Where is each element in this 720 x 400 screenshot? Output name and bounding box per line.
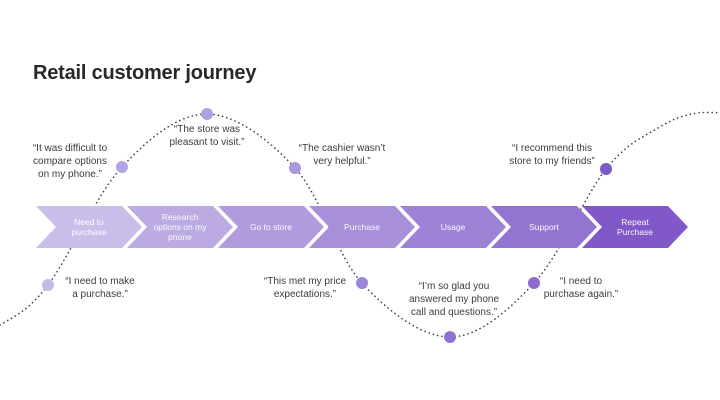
- touchpoint-dot: [356, 277, 368, 289]
- touchpoint-dot: [42, 279, 54, 291]
- stage-label: Go to store: [249, 222, 293, 232]
- quote-purchase-again: “I need to purchase again.”: [543, 276, 619, 300]
- touchpoint-dot: [201, 108, 213, 120]
- quote-difficult-to-compare: “It was difficult to compare options on …: [32, 143, 108, 180]
- page-title: Retail customer journey: [33, 62, 257, 84]
- quote-cashier-not-helpful: “The cashier wasn’t very helpful.”: [298, 143, 386, 167]
- touchpoint-dot: [528, 277, 540, 289]
- stage-label: Repeat Purchase: [617, 217, 653, 237]
- stage-label: Support: [529, 222, 559, 232]
- quote-recommend-store: “I recommend this store to my friends”: [509, 143, 595, 167]
- stage-label: Need to purchase: [71, 217, 107, 237]
- quote-need-to-make-purchase: “I need to make a purchase.”: [65, 276, 135, 300]
- stage-chevron-need-to-purchase: Need to purchase: [36, 206, 142, 248]
- touchpoint-dot: [600, 163, 612, 175]
- stage-label: Purchase: [344, 222, 380, 232]
- stage-label: Usage: [440, 222, 466, 232]
- journey-curve-path: [0, 111, 720, 338]
- quote-met-price-expectations: “This met my price expectations.”: [263, 276, 347, 300]
- quote-glad-you-answered: “I’m so glad you answered my phone call …: [408, 281, 500, 318]
- touchpoint-dot: [289, 162, 301, 174]
- quote-store-pleasant: “The store was pleasant to visit.”: [169, 124, 245, 148]
- touchpoint-dot: [116, 161, 128, 173]
- touchpoint-dot: [444, 331, 456, 343]
- stage-label: Research options on my phone: [153, 212, 207, 242]
